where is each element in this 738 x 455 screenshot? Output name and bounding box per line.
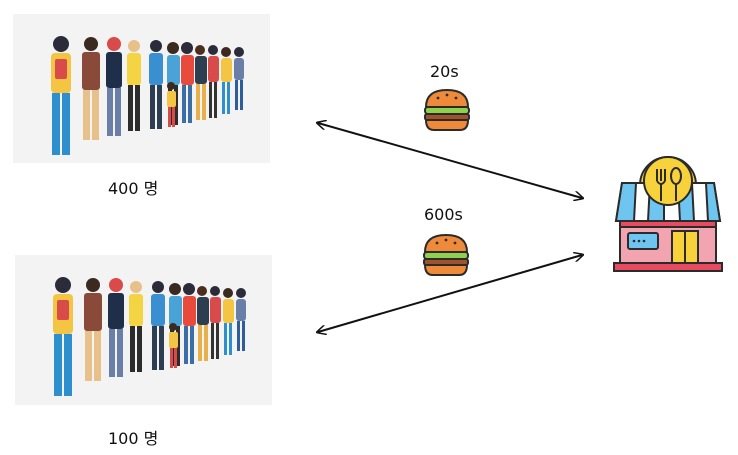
restaurant-store-icon [613,156,723,272]
burger-icon [424,88,470,131]
queue-count-label-1: 400 명 [108,179,159,198]
queue-panel-100 [15,255,272,405]
queue-panel-400 [13,14,270,163]
people-queue-illustration [51,36,244,155]
route-time-label-2: 600s [424,205,463,224]
queue-count-label-2: 100 명 [108,429,159,448]
burger-icon [423,233,469,276]
route-arrow-1 [318,123,582,198]
route-time-label-1: 20s [430,62,459,81]
route-arrow-2 [318,255,582,332]
people-queue-illustration [53,277,246,396]
